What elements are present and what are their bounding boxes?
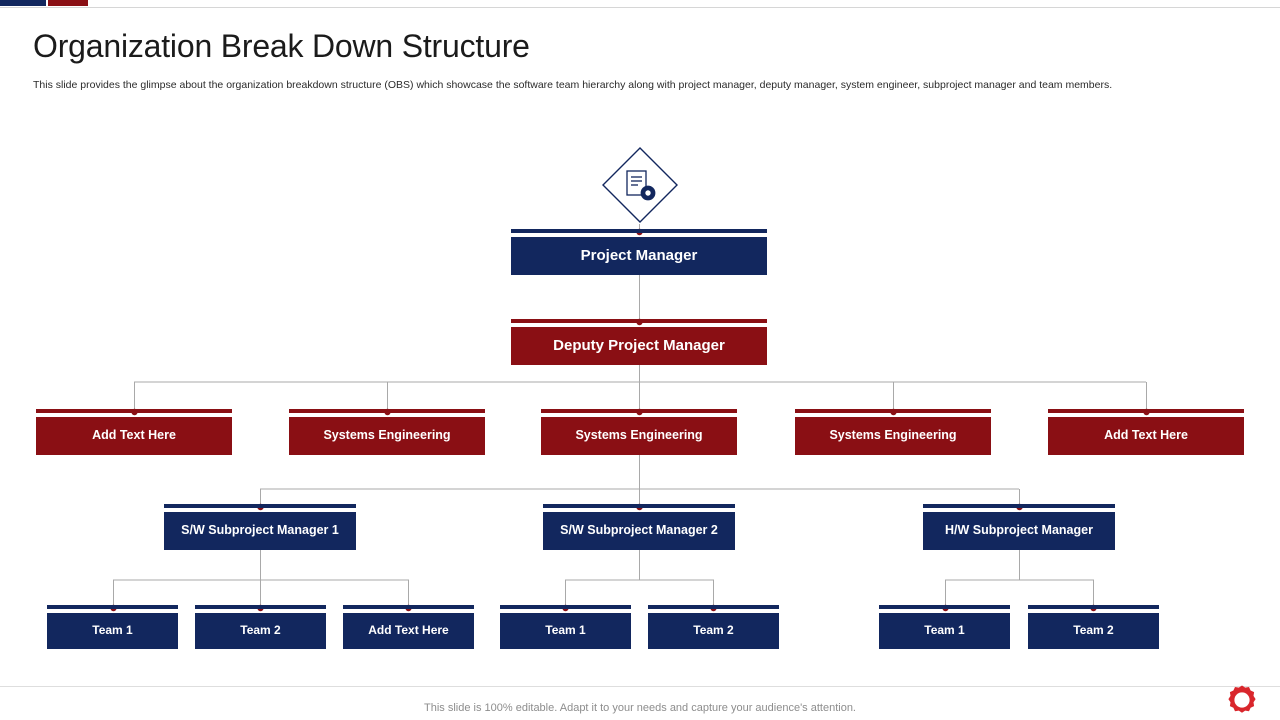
node-deputy-project-manager[interactable]: Deputy Project Manager [511, 319, 767, 365]
node-hw-subproject-manager[interactable]: H/W Subproject Manager [923, 504, 1115, 550]
node-level5-7[interactable]: Team 2 [1028, 605, 1159, 649]
node-sw-subproject-manager-1[interactable]: S/W Subproject Manager 1 [164, 504, 356, 550]
node-cap [1048, 409, 1244, 413]
node-label: Team 2 [1073, 623, 1114, 638]
node-label: Team 2 [693, 623, 734, 638]
node-level5-4[interactable]: Team 1 [500, 605, 631, 649]
footer-note: This slide is 100% editable. Adapt it to… [424, 702, 856, 714]
node-level3-2[interactable]: Systems Engineering [289, 409, 485, 455]
node-cap [47, 605, 178, 609]
node-cap [164, 504, 356, 508]
node-cap [36, 409, 232, 413]
footer-divider [0, 686, 1280, 687]
node-level5-3[interactable]: Add Text Here [343, 605, 474, 649]
node-label: Team 1 [92, 623, 133, 638]
node-cap [500, 605, 631, 609]
node-cap [541, 409, 737, 413]
node-label: Team 1 [924, 623, 965, 638]
node-level5-6[interactable]: Team 1 [879, 605, 1010, 649]
accent-bar-red [48, 0, 88, 6]
node-level5-5[interactable]: Team 2 [648, 605, 779, 649]
node-label: Team 1 [545, 623, 586, 638]
node-cap [511, 319, 767, 323]
node-cap [343, 605, 474, 609]
node-cap [1028, 605, 1159, 609]
node-label: H/W Subproject Manager [945, 523, 1093, 538]
node-project-manager[interactable]: Project Manager [511, 229, 767, 275]
node-level3-5[interactable]: Add Text Here [1048, 409, 1244, 455]
gear-icon [1228, 685, 1256, 713]
node-cap [195, 605, 326, 609]
node-level5-1[interactable]: Team 1 [47, 605, 178, 649]
node-cap [648, 605, 779, 609]
node-sw-subproject-manager-2[interactable]: S/W Subproject Manager 2 [543, 504, 735, 550]
node-label: Systems Engineering [575, 428, 703, 443]
node-cap [879, 605, 1010, 609]
top-accent-bars [0, 0, 1280, 8]
node-cap [543, 504, 735, 508]
page-title: Organization Break Down Structure [33, 28, 530, 64]
node-label: Team 2 [240, 623, 281, 638]
node-label: Add Text Here [368, 623, 449, 638]
node-level3-3[interactable]: Systems Engineering [541, 409, 737, 455]
node-cap [795, 409, 991, 413]
node-label: S/W Subproject Manager 2 [560, 523, 718, 538]
node-label: Add Text Here [92, 428, 176, 443]
document-gear-icon [602, 147, 678, 223]
node-cap [289, 409, 485, 413]
node-label: Deputy Project Manager [553, 336, 725, 354]
node-level5-2[interactable]: Team 2 [195, 605, 326, 649]
node-label: Systems Engineering [323, 428, 451, 443]
node-cap [923, 504, 1115, 508]
node-cap [511, 229, 767, 233]
node-label: S/W Subproject Manager 1 [181, 523, 339, 538]
header-divider [0, 7, 1280, 8]
node-label: Project Manager [580, 246, 698, 264]
node-label: Add Text Here [1104, 428, 1188, 443]
page-subtitle: This slide provides the glimpse about th… [33, 79, 1113, 91]
node-label: Systems Engineering [829, 428, 957, 443]
node-level3-1[interactable]: Add Text Here [36, 409, 232, 455]
accent-bar-blue [0, 0, 46, 6]
node-level3-4[interactable]: Systems Engineering [795, 409, 991, 455]
